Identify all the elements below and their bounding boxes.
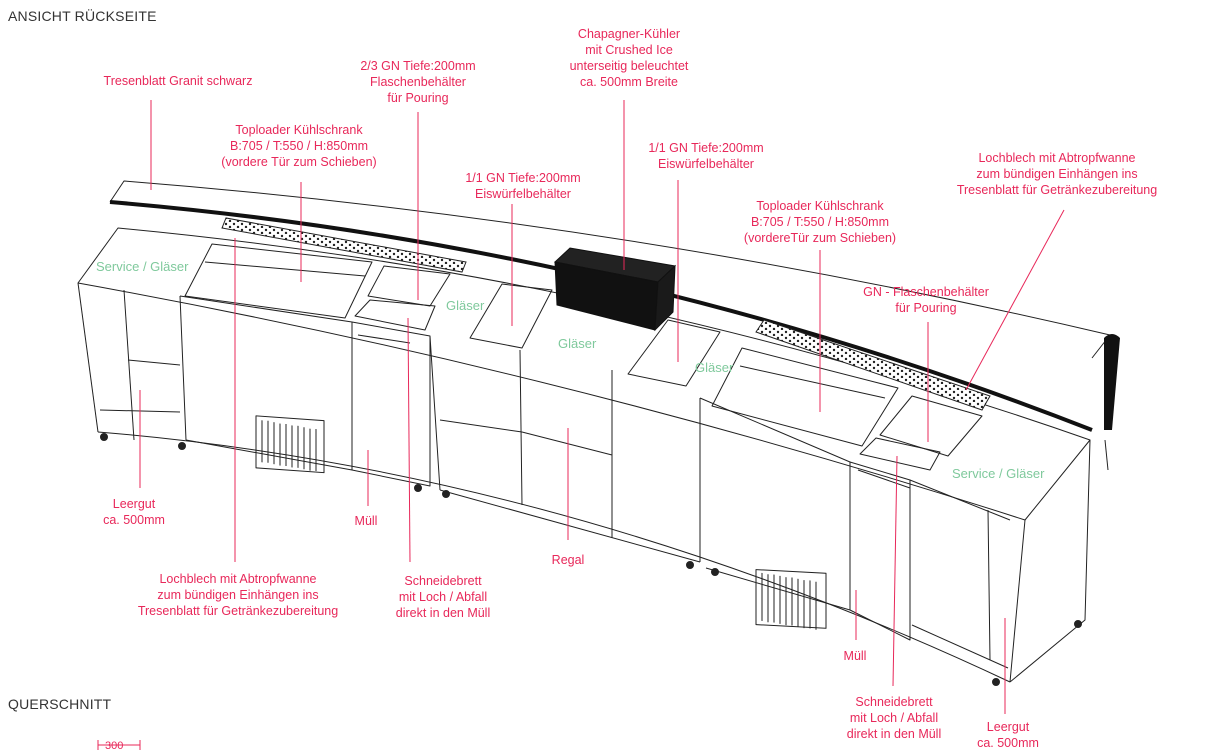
gn-container-eis-left: [469, 283, 553, 349]
label-leergut-left: Leergut ca. 500mm: [103, 497, 165, 527]
label-lochblech-left: Lochblech mit Abtropfwanne zum bündigen …: [137, 572, 339, 618]
label-eiswuerfel-left: 1/1 GN Tiefe:200mm Eiswürfelbehälter: [465, 171, 581, 201]
label-lochblech-right: Lochblech mit Abtropfwanne zum bündigen …: [956, 151, 1158, 197]
cabinet-leergut-left: [99, 295, 187, 441]
view-title-ansicht: ANSICHT RÜCKSEITE: [8, 8, 157, 24]
label-muell-left: Müll: [354, 514, 378, 528]
zone-service-right: Service / Gläser: [952, 466, 1045, 481]
label-regal: Regal: [551, 553, 585, 567]
cutting-board-left: [354, 299, 436, 331]
gn-container-toploader-right: [711, 347, 899, 447]
cabinet-regal: [429, 335, 701, 562]
cabinet-leergut-right: [909, 479, 1011, 669]
label-gn-flaschenbehaelter: GN - Flaschenbehälter für Pouring: [863, 285, 989, 315]
label-toploader-right: Toploader Kühlschrank B:705 / T:550 / H:…: [743, 199, 897, 245]
toploader-left: [179, 295, 353, 471]
label-eiswuerfel-right: 1/1 GN Tiefe:200mm Eiswürfelbehälter: [648, 141, 764, 171]
gn-container-eis-right: [627, 319, 721, 387]
gn-container-flaschen-23: [367, 265, 451, 307]
cabinet-muell-left: [351, 321, 431, 487]
label-champagner-kuehler: Chapagner-Kühler mit Crushed Ice unterse…: [569, 27, 689, 89]
left-end-panel: [77, 282, 99, 433]
label-leergut-right: Leergut ca. 500mm: [977, 720, 1039, 750]
zone-glaeser-1: Gläser: [446, 298, 485, 313]
label-toploader-left: Toploader Kühlschrank B:705 / T:550 / H:…: [221, 123, 377, 169]
end-tower: [1104, 334, 1120, 430]
section-title-querschnitt: QUERSCHNITT: [8, 696, 112, 712]
cutting-board-right: [859, 437, 941, 471]
cabinet-muell-right: [849, 461, 911, 641]
champagne-cooler: [553, 247, 677, 332]
label-tresenblatt: Tresenblatt Granit schwarz: [103, 74, 253, 88]
gn-container-toploader-left: [184, 243, 373, 319]
zone-service-left: Service / Gläser: [96, 259, 189, 274]
toploader-right: [699, 397, 851, 611]
label-schneidebrett-right: Schneidebrett mit Loch / Abfall direkt i…: [846, 695, 942, 741]
right-end-panel: [1009, 439, 1091, 683]
zone-glaeser-2: Gläser: [558, 336, 597, 351]
lochblech-right: [755, 319, 991, 411]
leader-lines: [97, 100, 1065, 750]
label-flaschenbehaelter-23: 2/3 GN Tiefe:200mm Flaschenbehälter für …: [360, 59, 476, 105]
label-muell-right: Müll: [843, 649, 867, 663]
label-schneidebrett-left: Schneidebrett mit Loch / Abfall direkt i…: [395, 574, 491, 620]
zone-glaeser-3: Gläser: [695, 360, 734, 375]
dimension-300: 300: [105, 740, 124, 752]
lochblech-left: [221, 217, 467, 273]
